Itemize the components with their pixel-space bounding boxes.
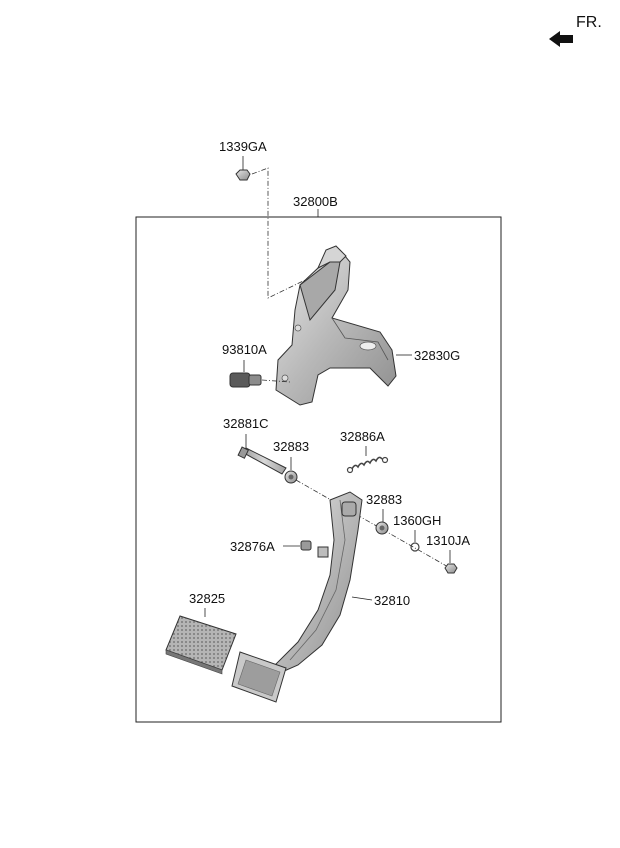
part-32876A-stopper[interactable]: 32876A bbox=[230, 539, 312, 554]
part-93810A-switch[interactable]: 93810A bbox=[222, 342, 291, 388]
part-32830G-bracket[interactable]: 32830G bbox=[275, 245, 460, 406]
label-93810A: 93810A bbox=[222, 342, 267, 357]
part-32810-pedal-arm[interactable]: 32810 bbox=[275, 491, 410, 673]
label-1360GH: 1360GH bbox=[393, 513, 441, 528]
direction-label: FR. bbox=[576, 14, 602, 31]
label-32810: 32810 bbox=[374, 593, 410, 608]
part-1360GH-washer[interactable]: 1360GH bbox=[393, 513, 441, 552]
label-1310JA: 1310JA bbox=[426, 533, 470, 548]
label-32883-lower: 32883 bbox=[366, 492, 402, 507]
part-1310JA-nut[interactable]: 1310JA bbox=[426, 533, 470, 574]
direction-indicator: FR. bbox=[549, 14, 602, 47]
part-32825-pedal-pad[interactable]: 32825 bbox=[165, 591, 237, 675]
label-32876A: 32876A bbox=[230, 539, 275, 554]
part-32886A-spring[interactable]: 32886A bbox=[340, 429, 389, 474]
label-1339GA: 1339GA bbox=[219, 139, 267, 154]
label-32881C: 32881C bbox=[223, 416, 269, 431]
label-32883-upper: 32883 bbox=[273, 439, 309, 454]
forward-arrow-icon bbox=[549, 31, 573, 47]
part-32883-bushing-lower[interactable]: 32883 bbox=[366, 492, 402, 535]
part-32883-bushing-upper[interactable]: 32883 bbox=[273, 439, 309, 484]
pedal-plate bbox=[231, 651, 287, 703]
label-32825: 32825 bbox=[189, 591, 225, 606]
assembly-label: 32800B bbox=[293, 194, 338, 209]
label-32830G: 32830G bbox=[414, 348, 460, 363]
part-1339GA[interactable]: 1339GA bbox=[219, 139, 331, 299]
assembly-frame bbox=[135, 216, 502, 723]
label-32886A: 32886A bbox=[340, 429, 385, 444]
part-32881C-bolt[interactable]: 32881C bbox=[223, 416, 287, 475]
